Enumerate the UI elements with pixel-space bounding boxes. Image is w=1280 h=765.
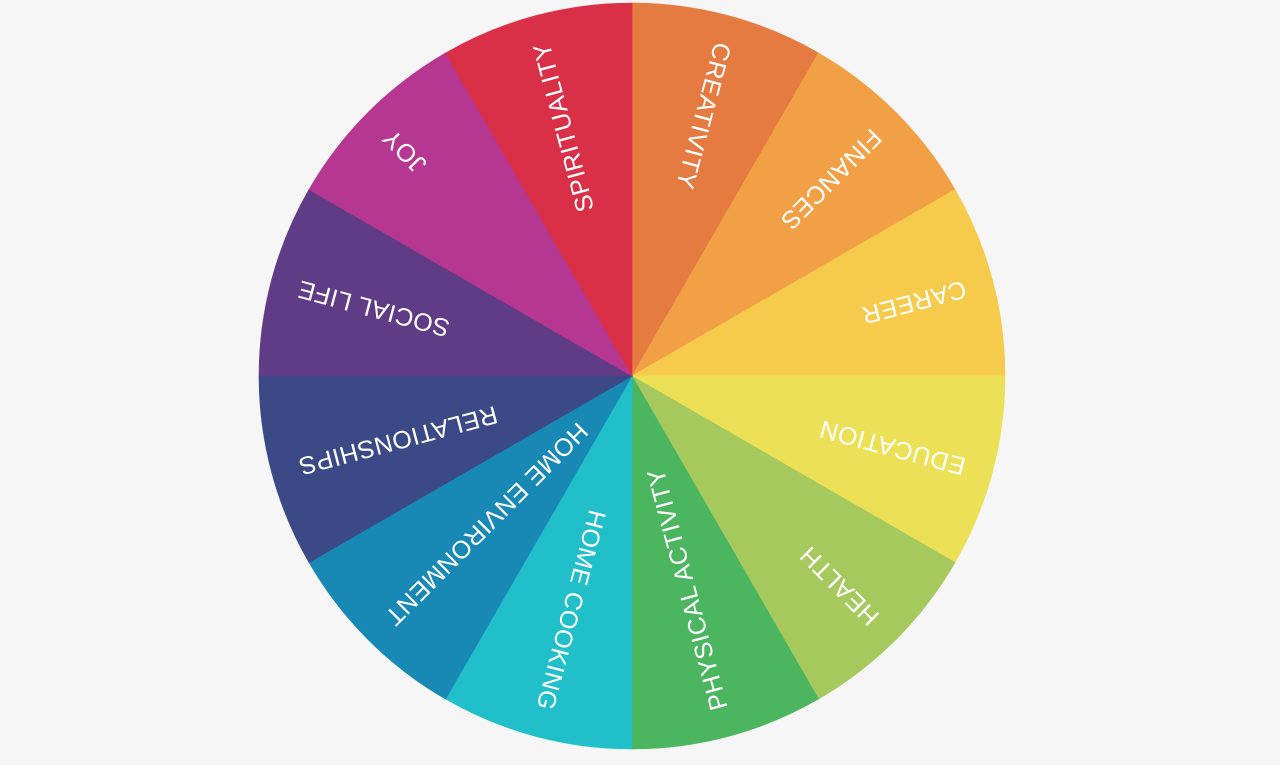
segment-career: [630, 189, 1006, 377]
segment-finances: [631, 52, 956, 377]
wheel-slices: [258, 2, 1006, 750]
segment-spirituality: [445, 2, 633, 378]
segment-health: [631, 375, 956, 700]
segment-creativity: [631, 2, 819, 378]
segment-education: [630, 375, 1006, 563]
segment-joy: [308, 52, 633, 377]
segment-relationships: [258, 375, 634, 563]
segment-home-environment: [308, 375, 633, 700]
segment-social-life: [258, 189, 634, 377]
segment-physical-activity: [631, 374, 819, 750]
segment-home-cooking: [445, 374, 633, 750]
